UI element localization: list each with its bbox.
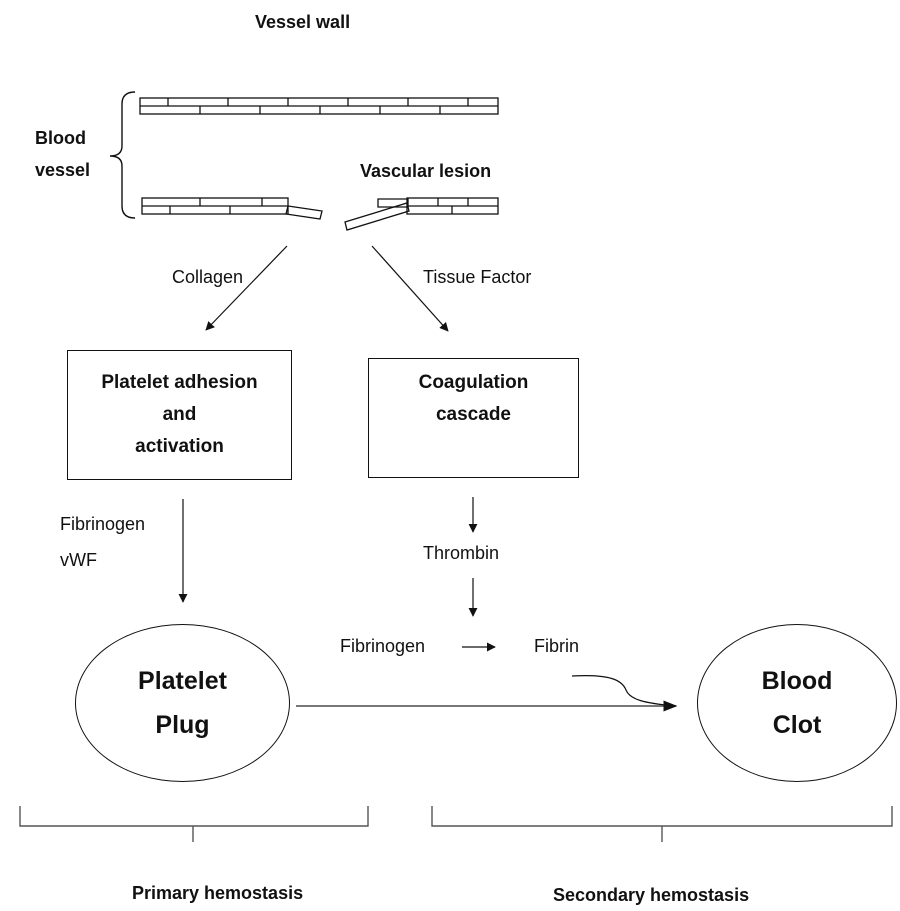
coagulation-box-line1: Coagulation (418, 372, 529, 393)
platelet-box-line2: and (162, 404, 197, 425)
secondary-hemostasis-label: Secondary hemostasis (553, 885, 750, 905)
tissue-factor-label: Tissue Factor (423, 267, 532, 287)
upper-vessel-wall (139, 97, 499, 115)
blood-vessel-brace (109, 91, 136, 219)
collagen-arrow (205, 245, 288, 331)
fibrinogen-label: Fibrinogen (340, 636, 426, 656)
platelet-box-line3: activation (135, 436, 224, 457)
tissue-factor-arrow (371, 245, 449, 332)
fibrin-label: Fibrin (534, 636, 580, 656)
fibrin-to-clot-curve (571, 675, 675, 707)
blood-clot-line1: Blood (761, 667, 833, 695)
coagulation-box-line2: cascade (435, 404, 511, 425)
primary-hemostasis-label: Primary hemostasis (132, 883, 304, 903)
platelet-plug-node: Platelet Plug (75, 624, 290, 782)
secondary-hemostasis-brace (431, 806, 893, 842)
thrombin-label: Thrombin (423, 543, 500, 563)
fibrinogen-vwf-label-line1: Fibrinogen (60, 514, 146, 534)
blood-vessel-label-line2: vessel (35, 160, 91, 180)
lower-vessel-wall-right (344, 197, 499, 231)
vessel-wall-label: Vessel wall (255, 12, 351, 32)
coagulation-cascade-box: Coagulation cascade (368, 358, 579, 478)
platelet-adhesion-box: Platelet adhesion and activation (67, 350, 292, 480)
collagen-label: Collagen (172, 267, 244, 287)
fibrinogen-vwf-label-line2: vWF (60, 550, 97, 570)
platelet-plug-line1: Platelet (138, 667, 227, 695)
blood-vessel-label-line1: Blood (35, 128, 86, 148)
platelet-box-line1: Platelet adhesion (101, 372, 258, 393)
blood-clot-node: Blood Clot (697, 624, 897, 782)
platelet-plug-line2: Plug (155, 711, 210, 739)
blood-clot-line2: Clot (772, 711, 822, 739)
primary-hemostasis-brace (19, 806, 369, 842)
vascular-lesion-label: Vascular lesion (360, 161, 492, 181)
lower-vessel-wall-left (141, 197, 323, 220)
